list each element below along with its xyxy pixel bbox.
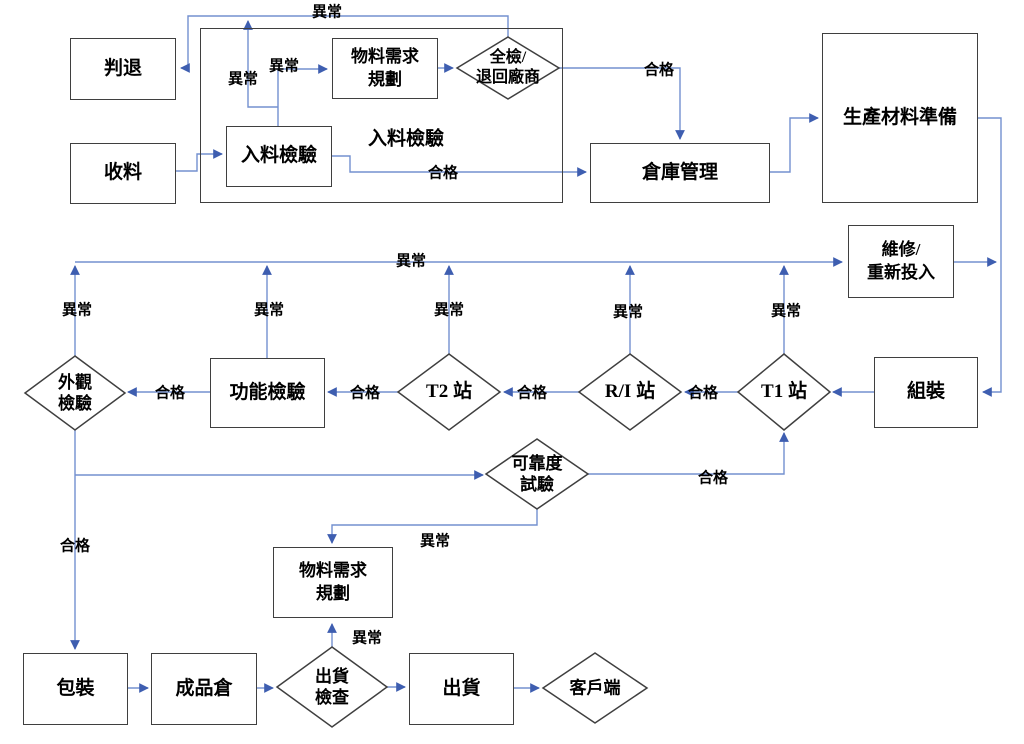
- decision-visual-inspection-label: 外觀 檢驗: [58, 372, 92, 413]
- node-warehouse-management: 倉庫管理: [590, 143, 770, 203]
- decision-t1-station: [736, 353, 832, 431]
- edge-label-abnormal: 異常: [227, 71, 259, 88]
- decision-visual-inspection: [23, 355, 127, 431]
- edge-prep-to-assembly: [978, 117, 1002, 397]
- edge-warehouse-to-prep: [770, 113, 819, 173]
- edge-label-pass: 合格: [349, 385, 381, 402]
- node-function-test: 功能檢驗: [210, 358, 325, 428]
- node-packing: 包裝: [23, 653, 128, 725]
- decision-shipping-inspection-label: 出貨 檢查: [315, 666, 349, 707]
- node-reject: 判退: [70, 38, 176, 100]
- decision-shipping-inspection: [275, 646, 389, 728]
- edge-fullcheck-to-reject: [180, 15, 509, 73]
- group-incoming-inspection: [200, 28, 563, 203]
- node-shipping: 出貨: [409, 653, 514, 725]
- decision-customer-label: 客戶端: [569, 678, 621, 698]
- edge-label-pass: 合格: [427, 165, 459, 182]
- edge-label-pass: 合格: [516, 385, 548, 402]
- decision-ri-station-label: R/I 站: [604, 381, 656, 403]
- node-finished-goods-warehouse: 成品倉: [151, 653, 257, 725]
- decision-full-inspection-return-vendor-label: 全檢/ 退回廠商: [475, 49, 541, 86]
- decision-ri-station: [577, 353, 683, 431]
- edge-receive-to-iqc: [176, 149, 223, 172]
- edge-label-abnormal: 異常: [612, 304, 644, 321]
- node-assembly: 組裝: [874, 357, 978, 428]
- group-incoming-inspection-title: 入料檢驗: [367, 128, 445, 150]
- edge-iqc-pass-to-warehouse: [332, 155, 587, 177]
- node-receive-material: 收料: [70, 143, 176, 204]
- edge-iqc-abnormal-branch: [243, 20, 278, 108]
- decision-t2-station: [396, 353, 502, 431]
- edge-label-abnormal: 異常: [351, 630, 383, 647]
- node-incoming-inspection: 入料檢驗: [226, 126, 332, 187]
- decision-customer: [541, 652, 649, 724]
- edge-label-abnormal: 異常: [268, 58, 300, 75]
- node-mrp-bottom: 物料需求 規劃: [273, 547, 393, 618]
- edge-label-pass: 合格: [59, 538, 91, 555]
- edge-reliability-abnormal-to-mrp: [327, 509, 538, 544]
- decision-full-inspection-return-vendor: [455, 36, 561, 100]
- node-repair-reinput: 維修/ 重新投入: [848, 225, 954, 298]
- node-production-material-prep: 生產材料準備: [822, 33, 978, 203]
- edge-label-abnormal: 異常: [433, 302, 465, 319]
- decision-t2-station-label: T2 站: [426, 381, 472, 403]
- edge-label-pass: 合格: [154, 385, 186, 402]
- edge-label-abnormal: 異常: [253, 302, 285, 319]
- edge-label-abnormal: 異常: [770, 303, 802, 320]
- node-mrp-top: 物料需求 規劃: [332, 38, 438, 99]
- edge-label-abnormal: 異常: [311, 4, 343, 21]
- decision-t1-station-label: T1 站: [761, 381, 807, 403]
- edge-fullcheck-to-warehouse: [559, 67, 685, 140]
- decision-reliability-test: [484, 438, 590, 510]
- edge-label-abnormal: 異常: [61, 302, 93, 319]
- edge-label-pass: 合格: [643, 62, 675, 79]
- edge-label-abnormal: 異常: [419, 533, 451, 550]
- edge-label-pass: 合格: [687, 385, 719, 402]
- edge-reliability-pass-to-t1: [588, 432, 789, 475]
- edge-label-pass: 合格: [697, 470, 729, 487]
- edge-label-abnormal: 異常: [395, 253, 427, 270]
- decision-reliability-test-label: 可靠度 試驗: [511, 453, 563, 494]
